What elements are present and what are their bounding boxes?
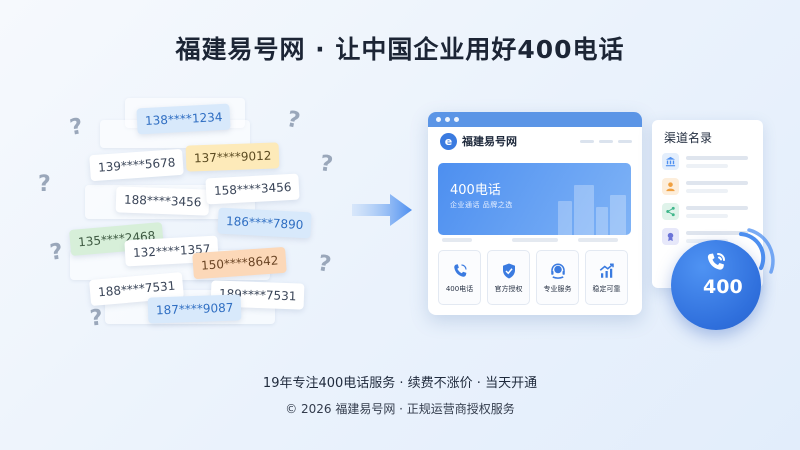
phone-chip: 138****1234 [136, 103, 232, 135]
copyright: © 2026 福建易号网 · 正规运营商授权服务 [285, 402, 515, 416]
shield-check-icon [502, 263, 515, 278]
building-shape [558, 201, 572, 235]
headline: 福建易号网 · 让中国企业用好400电话 [175, 35, 625, 64]
trend-chart-icon [599, 263, 614, 278]
service-label: 400电话 [445, 284, 474, 293]
phone-chip: 187****9087 [147, 294, 242, 324]
question-mark-icon: ? [315, 251, 333, 278]
site-logo-icon: e [440, 132, 457, 150]
question-mark-icon: ? [38, 172, 51, 197]
phone-chip: 137****9012 [185, 142, 280, 172]
question-mark-icon: ? [88, 305, 105, 332]
service-card-professional[interactable]: 专业服务 [536, 250, 579, 305]
question-mark-icon: ? [48, 239, 65, 266]
phone-chip: 150****8642 [192, 246, 288, 280]
directory-item[interactable] [662, 203, 748, 220]
phone-chip: 158****3456 [205, 173, 301, 205]
hero-banner: 400电话 企业通话 品牌之选 [438, 163, 631, 235]
phone-number-cluster: 138****1234 139****5678 137****9012 188*… [30, 90, 350, 340]
phone-chip: 188****3456 [115, 186, 210, 216]
hotline-400-badge [671, 240, 761, 330]
phone-icon [453, 263, 467, 277]
service-card-400[interactable]: 400电话 [438, 250, 481, 305]
window-dot [436, 117, 441, 122]
site-brand: 福建易号网 [462, 135, 517, 148]
phone-chip: 139****5678 [89, 148, 185, 182]
question-mark-icon: ? [318, 151, 335, 178]
building-shape [574, 185, 594, 235]
service-card-authorized[interactable]: 官方授权 [487, 250, 530, 305]
banner-subtitle: 企业通话 品牌之选 [450, 201, 513, 209]
placeholder-line [442, 238, 472, 242]
banner-title: 400电话 [450, 183, 501, 198]
badge-400-text: 400 [703, 276, 743, 298]
building-shape [596, 207, 608, 235]
placeholder-line [512, 238, 558, 242]
building-shape [610, 195, 626, 235]
bank-icon [662, 153, 679, 170]
headset-icon [550, 263, 565, 279]
site-nav [580, 139, 632, 143]
tagline: 19年专注400电话服务 · 续费不涨价 · 当天开通 [262, 376, 538, 391]
phone-call-icon [707, 253, 725, 270]
nav-placeholder [599, 139, 613, 143]
share-icon [662, 203, 679, 220]
nav-placeholder [618, 139, 632, 143]
service-label: 官方授权 [494, 284, 523, 293]
question-mark-icon: ? [67, 114, 85, 141]
signal-waves-icon [739, 228, 775, 274]
panel-title: 渠道名录 [664, 131, 713, 145]
site-header: e 福建易号网 [428, 127, 642, 155]
website-window: e 福建易号网 400电话 企业通话 品牌之选 400电话 [428, 112, 642, 315]
service-label: 专业服务 [543, 284, 572, 293]
window-dot [454, 117, 459, 122]
window-dot [445, 117, 450, 122]
certificate-icon [662, 228, 679, 245]
service-row: 400电话 官方授权 专业服务 [438, 250, 631, 305]
arrow-right-icon [352, 194, 412, 226]
placeholder-line [578, 238, 618, 242]
service-label: 稳定可靠 [592, 284, 621, 293]
user-icon [662, 178, 679, 195]
service-card-stable[interactable]: 稳定可靠 [585, 250, 628, 305]
directory-item[interactable] [662, 153, 748, 170]
window-title-bar [428, 112, 642, 127]
directory-item[interactable] [662, 178, 748, 195]
phone-chip: 186****7890 [217, 207, 313, 239]
nav-placeholder [580, 139, 594, 143]
question-mark-icon: ? [284, 106, 303, 135]
